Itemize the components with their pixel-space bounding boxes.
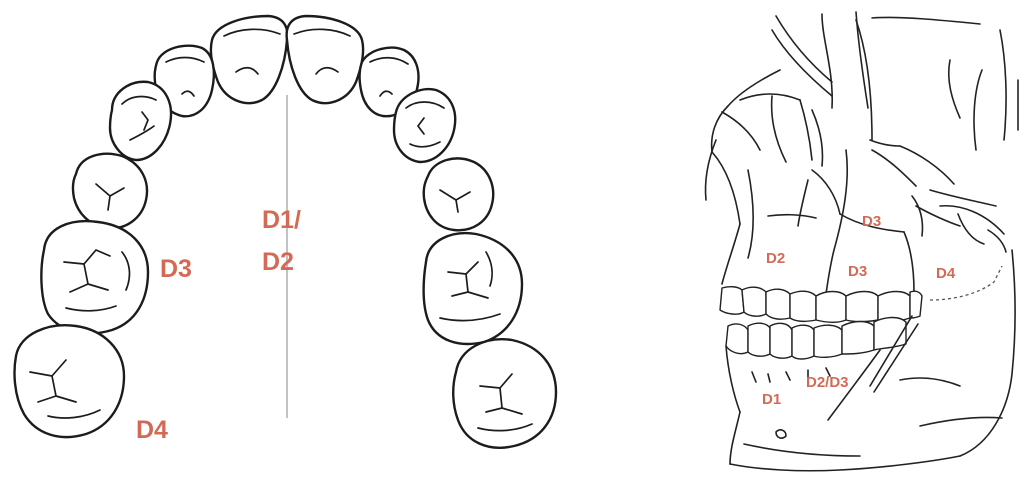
tooth-second-molar-left (15, 325, 124, 437)
tooth-first-premolar-right (424, 158, 493, 230)
tooth-first-premolar-left (73, 154, 147, 228)
skull-label-d1: D1 (762, 391, 781, 408)
tooth-central-incisor-right (287, 16, 364, 103)
skull-label-d2: D2 (766, 250, 785, 267)
arch-label-d4: D4 (136, 416, 168, 444)
dental-arch-diagram: D1/ D2 D3 D4 (15, 16, 556, 448)
arch-label-d1d2-line2: D2 (262, 248, 294, 276)
tooth-first-molar-left (41, 221, 148, 333)
skull-label-d4: D4 (936, 265, 956, 282)
lower-teeth-row (726, 318, 906, 360)
skull-lateral-diagram: D3 D2 D3 D4 D2/D3 D1 (705, 12, 1018, 471)
tooth-second-molar-right (453, 339, 556, 447)
arch-label-d3: D3 (160, 255, 192, 283)
arch-label-d1d2-line1: D1/ (262, 206, 301, 234)
skull-label-d2d3: D2/D3 (806, 374, 849, 391)
skull-label-d3-lower: D3 (848, 263, 867, 280)
skull-label-d3-upper: D3 (862, 213, 881, 230)
tooth-first-molar-right (424, 233, 522, 344)
tooth-canine-left (110, 82, 171, 160)
tooth-central-incisor-left (211, 16, 288, 103)
tooth-canine-right (394, 89, 455, 162)
